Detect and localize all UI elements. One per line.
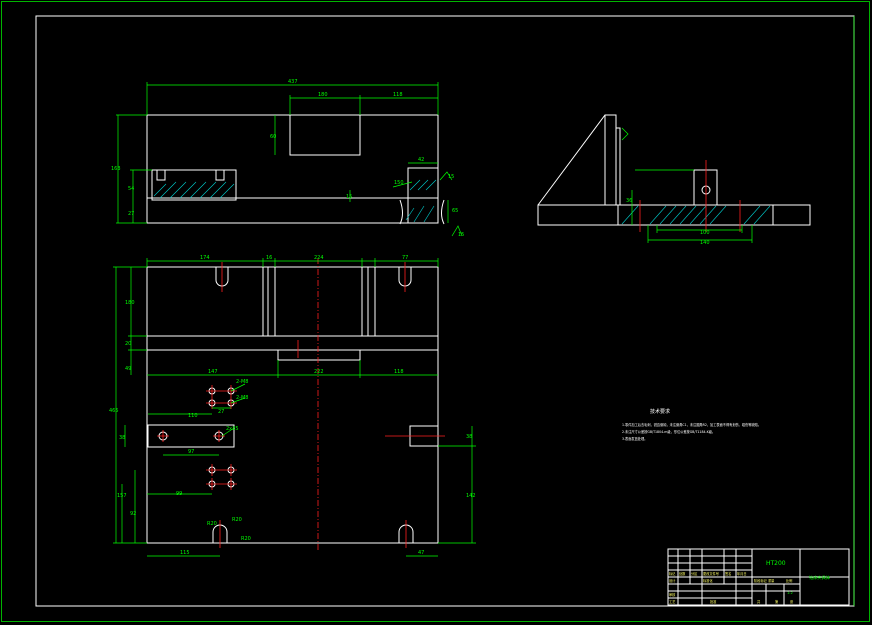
top-ledge-recess: [277, 350, 361, 361]
dim-top-b2: 222: [314, 369, 324, 375]
top-vertical-ribs: [262, 267, 376, 336]
tb-r3c2: 工艺: [669, 599, 675, 604]
dim-bottom-left: 115: [180, 550, 190, 556]
title-block: HT200 钻床夹具体 标记 处数 分区 更改文件号 签名 年月日 设计 标准化…: [667, 548, 850, 606]
dim-hole-s3: 97: [188, 449, 194, 455]
notes-line-3: 3.表面发蓝处理。: [622, 436, 647, 441]
dim-hole-low-3: 92: [130, 511, 136, 517]
front-view: 437 180 118 60 163 54 27 42 65 15 150 15…: [111, 79, 464, 238]
tb-material: HT200: [766, 560, 786, 567]
tb-r1c3: 分区: [691, 571, 698, 576]
dim-top-b3: 118: [394, 369, 404, 375]
tb-r3c3: 批准: [710, 599, 717, 604]
dim-front-angle-b: 15: [458, 232, 464, 238]
hole-b-crosshairs: [206, 464, 237, 490]
dim-slot-r3: R20: [241, 536, 251, 542]
inner-border: [35, 15, 855, 607]
front-dimension-lines: [116, 82, 463, 237]
side-hatched-region: [617, 204, 774, 226]
dim-slot-r2: R20: [232, 517, 242, 523]
front-left-hatch: [153, 181, 235, 199]
tb-r3c1: 审核: [669, 592, 676, 597]
dim-hole-s4: 38: [119, 435, 125, 441]
technical-notes: 技术要求 1.零件加工后去毛刺，锐边倒钝，未注倒角C1，未注圆角R2，加工表面不…: [622, 408, 761, 441]
front-outline: [146, 114, 439, 224]
dim-hole-s1: 110: [188, 413, 198, 419]
dim-bottom-right: 47: [418, 550, 424, 556]
dim-front-chamfer: 15: [448, 174, 454, 180]
tb-r1c6: 年月日: [737, 571, 747, 576]
tb-r2c2: 标准化: [703, 578, 713, 583]
side-plate: [615, 127, 621, 206]
tb-r1c4: 更改文件号: [703, 571, 719, 576]
tb-stage: 阶段标记: [754, 578, 768, 583]
tb-sheet-total: 共: [757, 599, 761, 604]
tb-scale: 比例: [786, 578, 792, 583]
dim-hole-d1: 2-M8: [236, 379, 248, 385]
dim-right-slot-2: 142: [466, 493, 476, 499]
notes-line-2: 2.未注尺寸公差按GB/T1804-m级，形位公差按GB/T1184-K级。: [622, 429, 715, 434]
dim-hole-s2: 27: [218, 409, 224, 415]
dim-top-h1: 180: [125, 300, 135, 306]
title-block-grid: [668, 549, 849, 605]
side-hatch: [621, 205, 771, 225]
dim-front-base-height: 27: [128, 211, 134, 217]
tb-r1c2: 处数: [679, 571, 686, 576]
top-view: 174 16 224 77 180 20 49 147 222 118 465 …: [109, 255, 476, 557]
notes-line-1: 1.零件加工后去毛刺，锐边倒钝，未注倒角C1，未注圆角R2，加工表面不得有划伤、…: [622, 422, 761, 427]
front-right-curves: [399, 199, 445, 225]
front-left-slots: [156, 170, 225, 181]
dim-top-seg-1: 174: [200, 255, 210, 261]
dim-hole-low-2: 157: [117, 493, 127, 499]
notes-title: 技术要求: [650, 408, 670, 415]
front-right-hatch: [405, 179, 437, 223]
dim-top-b1: 147: [208, 369, 218, 375]
front-pocket: [289, 114, 361, 156]
top-outline: [146, 266, 439, 544]
tb-r1c1: 标记: [669, 571, 676, 576]
dim-side-slot-inner: 100: [700, 230, 710, 236]
dim-front-overall-height: 163: [111, 166, 121, 172]
front-left-block: [151, 169, 237, 201]
dim-top-seg-3: 224: [314, 255, 324, 261]
tb-scale-value: 1:2: [787, 591, 793, 595]
tb-r2c1: 设计: [669, 578, 676, 583]
dim-hole-d2: 2-M8: [236, 395, 248, 401]
tb-weight: 重量: [768, 578, 775, 583]
tb-sheet-unit: 张: [790, 599, 794, 604]
dim-front-angle-a: 15: [346, 194, 352, 200]
dim-side-offset: 36: [626, 198, 632, 204]
dim-slot-r1: R20: [207, 521, 217, 527]
dim-hole-low-1: 99: [176, 491, 182, 497]
top-clamp-bar: [147, 424, 235, 448]
dim-front-right-width: 118: [393, 92, 403, 98]
dim-top-overall-height: 465: [109, 408, 119, 414]
dim-front-overall-width: 437: [288, 79, 298, 85]
dim-hole-d3: 2x35: [226, 426, 239, 432]
dim-top-seg-4: 77: [402, 255, 408, 261]
tb-drawing-name: 钻床夹具体: [809, 574, 831, 581]
dim-front-groove: 150: [394, 180, 404, 186]
top-dimension-lines: [113, 258, 476, 557]
front-right-slot: [407, 167, 439, 224]
dim-front-pocket-width: 180: [318, 92, 328, 98]
clamp-hole-crosshairs: [157, 430, 225, 442]
dim-front-pocket-depth: 60: [270, 134, 276, 140]
side-dimension-lines: [621, 127, 753, 243]
dim-front-slot-height: 65: [452, 208, 458, 214]
tb-r1c5: 签名: [725, 571, 731, 576]
dim-top-seg-2: 16: [266, 255, 272, 261]
tb-sheet-no: 第: [775, 599, 779, 604]
dim-right-slot-1: 38: [466, 434, 472, 440]
dim-front-slot-width: 42: [418, 157, 424, 163]
dim-top-h2: 20: [125, 341, 131, 347]
dim-front-mid-height: 54: [128, 186, 134, 192]
side-block: [693, 169, 718, 206]
dim-side-slot-outer: 140: [700, 240, 710, 246]
side-view: 36 100 140: [537, 114, 811, 246]
dim-top-h3: 49: [125, 366, 131, 372]
